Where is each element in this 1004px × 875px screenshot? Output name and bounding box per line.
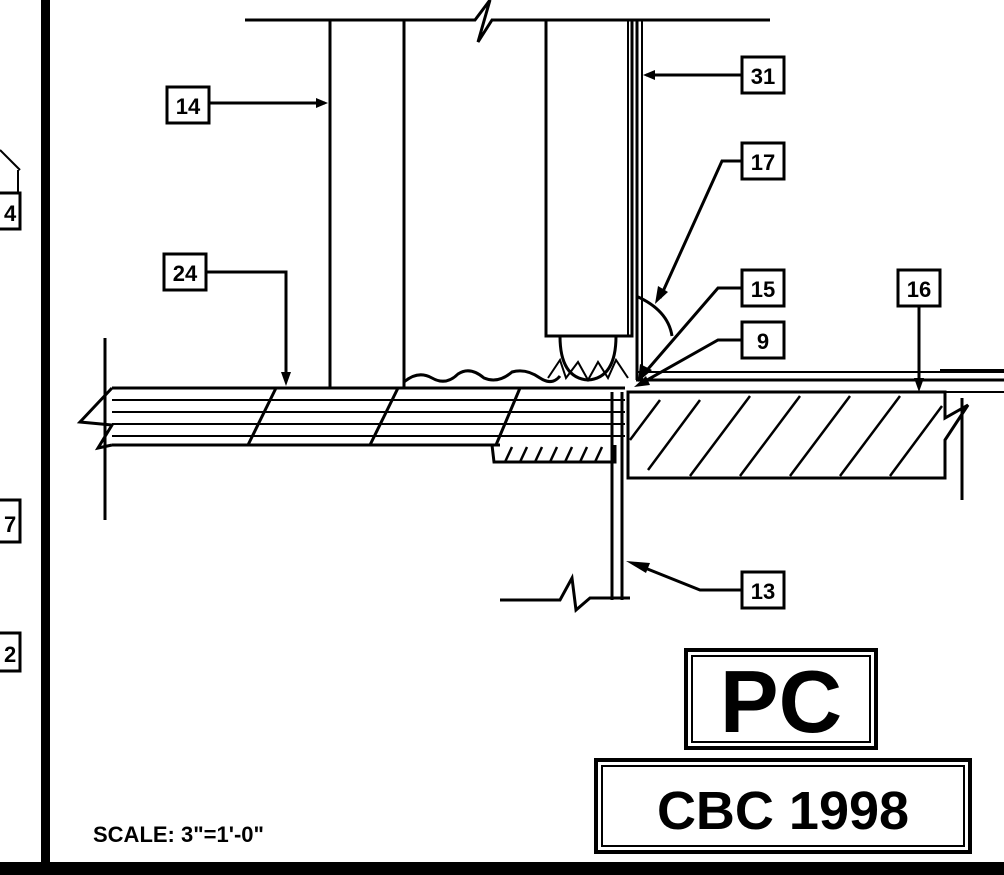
- callout-16: 16: [896, 268, 942, 392]
- scale-note: SCALE: 3"=1'-0": [93, 822, 264, 847]
- callout-15-leader: [640, 286, 742, 377]
- bottom-border-bar: [0, 862, 1004, 875]
- right-slab: [626, 369, 1004, 500]
- callout-24: 24: [162, 252, 291, 386]
- deck-joint-1: [246, 387, 278, 446]
- slab-outline: [626, 390, 970, 480]
- callout-24-arrow: [281, 372, 291, 386]
- callout-9-leader: [639, 338, 742, 386]
- vertical-plate: [500, 392, 630, 613]
- edge-leader-a: [0, 149, 21, 171]
- edge-callout-box-c: [0, 631, 22, 673]
- top-break-line: [245, 0, 770, 43]
- approval-stamp: PC CBC 1998: [594, 648, 972, 854]
- callout-14-arrow: [316, 98, 328, 108]
- callout-9-arrow: [634, 376, 650, 387]
- deck-joint-2: [368, 387, 400, 446]
- ledger-hatch-4: [548, 446, 559, 463]
- slab-hatch-5: [839, 395, 901, 477]
- stamp-code-inner: [601, 765, 965, 847]
- deck-left: [76, 338, 625, 520]
- slab-hatch-7: [629, 399, 661, 441]
- callout-17-text: 17: [751, 150, 775, 175]
- callout-17-leader: [658, 159, 742, 299]
- deck-break-symbol: [76, 386, 115, 451]
- callout-24-text: 24: [173, 261, 198, 286]
- ledger-hatch-6: [578, 446, 589, 463]
- slab-hatch-1: [646, 399, 702, 471]
- ledger-hatch-5: [563, 446, 574, 463]
- callout-9: 9: [634, 320, 786, 387]
- slab-hatch-2: [689, 395, 751, 477]
- callout-15-text: 15: [751, 277, 775, 302]
- stamp-code-text: CBC 1998: [657, 781, 909, 841]
- ledger-hatch-7: [593, 446, 604, 463]
- callout-31: 31: [643, 55, 786, 95]
- edge-callout-box-a: [0, 191, 22, 231]
- slab-hatch-4: [789, 395, 851, 477]
- joint-sealant: [403, 369, 562, 384]
- ledger-hatch-3: [533, 446, 544, 463]
- callout-13: 13: [626, 561, 786, 610]
- stamp-pc-inner: [691, 655, 871, 743]
- left-edge-callouts: 4 7 2: [0, 149, 22, 673]
- upper-wall-assembly: [245, 0, 770, 388]
- ledger-hatch-1: [503, 446, 514, 463]
- callout-15: 15: [638, 268, 786, 382]
- slab-hatch-6: [888, 405, 944, 477]
- callout-17-arrow: [655, 286, 668, 304]
- edge-callout-box-b: [0, 498, 22, 544]
- stamp-code-box: [594, 758, 972, 854]
- callout-24-leader: [206, 270, 288, 382]
- callout-16-arrow: [914, 378, 924, 392]
- weld-ripple: [547, 357, 629, 383]
- callout-31-text: 31: [751, 64, 775, 89]
- callout-13-leader: [639, 564, 742, 592]
- slab-hatch-3: [739, 395, 801, 477]
- ledger-hatch-2: [518, 446, 529, 463]
- callout-13-arrow: [626, 561, 650, 573]
- stamp-pc-text: PC: [720, 652, 842, 751]
- edge-callout-b-text: 7: [4, 512, 16, 537]
- callout-14-text: 14: [176, 94, 201, 119]
- stamp-pc-box: [684, 648, 878, 750]
- callout-14: 14: [165, 85, 328, 125]
- tube-column: [544, 20, 634, 338]
- callout-13-text: 13: [751, 579, 775, 604]
- edge-callout-c-text: 2: [4, 642, 16, 667]
- callout-16-text: 16: [907, 277, 931, 302]
- plate-break-line: [500, 573, 630, 613]
- left-border-bar: [41, 0, 50, 875]
- callout-31-arrow: [643, 70, 655, 80]
- edge-callout-a-text: 4: [4, 201, 17, 226]
- weld-symbol-arc: [635, 294, 674, 337]
- deck-joint-3: [494, 387, 522, 446]
- callout-15-arrow: [638, 364, 652, 382]
- callout-9-text: 9: [757, 329, 769, 354]
- support-ledger: [490, 444, 617, 464]
- callout-17: 17: [635, 141, 786, 337]
- callout-14-box: [165, 85, 211, 125]
